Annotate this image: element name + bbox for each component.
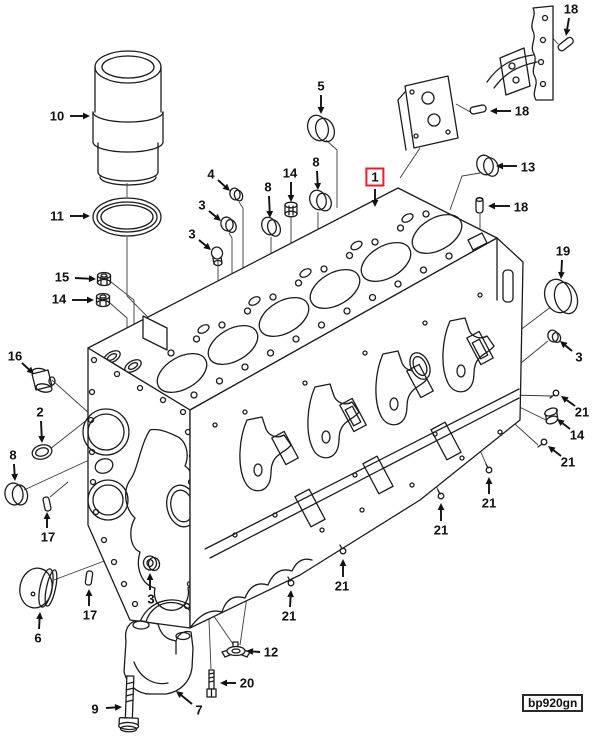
callout-label-21-16: 21 <box>334 578 350 594</box>
pin-18b <box>470 104 487 114</box>
plug-5 <box>304 112 337 144</box>
block-front-face <box>83 348 201 628</box>
small-parts <box>3 36 581 697</box>
callout-label-3-11: 3 <box>147 591 155 607</box>
callout-label-13-24: 13 <box>520 159 536 175</box>
plug-3b <box>210 246 224 266</box>
callout-label-16-4: 16 <box>7 348 23 364</box>
callout-label-18-25: 18 <box>513 199 529 215</box>
callout-label-8-6: 8 <box>9 447 17 463</box>
callout-label-8-34: 8 <box>264 179 272 195</box>
main-bearing-cap <box>124 621 193 694</box>
callout-label-21-19: 21 <box>574 404 590 420</box>
callout-label-12-13: 12 <box>263 644 279 660</box>
screw-21b <box>538 439 547 447</box>
callout-label-18-26: 18 <box>514 103 530 119</box>
callout-label-20-14: 20 <box>239 675 255 691</box>
cylinder-liner <box>93 51 163 185</box>
callout-label-14-35: 14 <box>282 165 298 181</box>
fitting-14a <box>285 202 297 217</box>
liner-seal-ring <box>93 198 161 236</box>
callout-label-11-1: 11 <box>50 208 64 224</box>
screw-21d <box>438 490 444 499</box>
callout-label-21-17: 21 <box>433 522 449 538</box>
fitting-14b <box>544 406 559 425</box>
pin-18c <box>476 198 483 213</box>
figure-code-label: bp920gn <box>522 694 584 713</box>
callout-label-9-10: 9 <box>91 701 99 717</box>
cylinder-bores <box>151 207 469 401</box>
screw-21f <box>288 577 294 586</box>
pin-17a <box>43 497 52 512</box>
deck-bolt-holes <box>168 211 452 398</box>
callout-label-3-22: 3 <box>575 349 583 365</box>
plug-8a <box>259 215 283 238</box>
plug-4 <box>228 187 244 202</box>
side-pockets <box>272 331 493 526</box>
plug-3c <box>546 329 562 344</box>
tube-bracket-assembly <box>398 6 553 150</box>
fitting-15 <box>98 273 111 286</box>
fitting-14c <box>97 294 110 307</box>
callout-label-2-5: 2 <box>36 404 44 420</box>
callout-label-10-0: 10 <box>49 108 65 124</box>
plug-3a <box>219 215 238 233</box>
pin-17b <box>85 571 93 586</box>
bearing-webs <box>240 318 494 491</box>
callout-label-1-30: 1 <box>365 167 385 187</box>
callout-label-7-12: 7 <box>195 702 203 718</box>
plug-8b <box>307 188 334 213</box>
plug-19 <box>540 276 581 317</box>
callout-label-19-23: 19 <box>555 243 571 259</box>
callout-label-17-9: 17 <box>82 607 98 623</box>
screw-21a <box>550 390 559 398</box>
callout-label-21-18: 21 <box>481 495 497 511</box>
callout-label-14-3: 14 <box>51 291 67 307</box>
callout-label-14-20: 14 <box>569 427 585 443</box>
plug-8c <box>3 482 29 507</box>
pin-18a <box>557 36 575 52</box>
fitting-12 <box>222 642 250 657</box>
callout-label-8-29: 8 <box>312 154 320 170</box>
callout-label-18-27: 18 <box>563 1 579 17</box>
callout-label-4-31: 4 <box>207 166 215 182</box>
screw-21e <box>340 545 346 554</box>
callout-label-6-8: 6 <box>34 630 42 646</box>
block-step <box>143 316 167 350</box>
callout-label-3-32: 3 <box>198 197 206 213</box>
stud-20 <box>207 670 216 697</box>
callout-label-3-33: 3 <box>188 226 196 242</box>
ring-2 <box>31 443 54 462</box>
bearing-cap-bolt <box>118 676 140 732</box>
callout-label-17-7: 17 <box>40 529 56 545</box>
callout-label-15-2: 15 <box>54 269 70 285</box>
plug-6 <box>16 565 59 611</box>
plug-3d <box>142 555 160 571</box>
callout-label-5-28: 5 <box>317 78 325 94</box>
side-face-holes <box>213 293 502 537</box>
callout-label-21-21: 21 <box>560 454 576 470</box>
engine-block <box>83 188 523 628</box>
callout-label-21-15: 21 <box>281 608 297 624</box>
screw-21c <box>486 464 492 473</box>
plug-13 <box>474 153 501 178</box>
block-side-face <box>190 238 523 628</box>
plug-16 <box>31 367 55 393</box>
